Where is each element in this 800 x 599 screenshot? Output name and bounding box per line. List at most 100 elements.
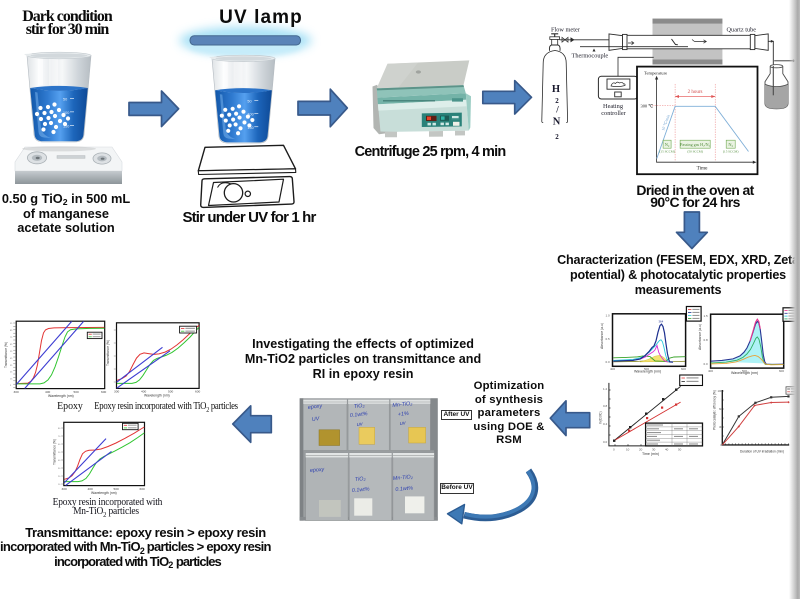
svg-text:Duration of UV irradiation (mi: Duration of UV irradiation (min) bbox=[740, 449, 784, 453]
svg-text:Time (min): Time (min) bbox=[642, 452, 659, 456]
svg-text:20: 20 bbox=[58, 476, 61, 478]
svg-text:55: 55 bbox=[10, 351, 13, 353]
svg-text:0.1wt%: 0.1wt% bbox=[352, 486, 370, 494]
svg-text:400: 400 bbox=[610, 367, 615, 371]
svg-text:0.0: 0.0 bbox=[704, 362, 709, 366]
svg-text:N₂: N₂ bbox=[728, 142, 733, 147]
svg-text:N: N bbox=[553, 117, 561, 128]
svg-text:Wavelength (nm): Wavelength (nm) bbox=[48, 394, 74, 398]
svg-text:uv: uv bbox=[400, 420, 407, 427]
svg-text:300: 300 bbox=[62, 487, 67, 491]
svg-text:H: H bbox=[552, 84, 560, 95]
svg-text:Transmittance (%): Transmittance (%) bbox=[106, 340, 110, 366]
svg-text:400: 400 bbox=[141, 389, 146, 393]
svg-text:80: 80 bbox=[58, 428, 61, 430]
svg-text:0.0: 0.0 bbox=[606, 360, 611, 364]
svg-text:Flow meter: Flow meter bbox=[551, 27, 581, 34]
svg-text:Wavelength (nm): Wavelength (nm) bbox=[144, 394, 170, 398]
svg-text:500: 500 bbox=[742, 369, 747, 373]
svg-text:45: 45 bbox=[10, 358, 13, 360]
svg-text:300: 300 bbox=[14, 390, 19, 394]
svg-text:0: 0 bbox=[720, 443, 722, 447]
svg-text:uv: uv bbox=[357, 421, 364, 428]
svg-text:0.5: 0.5 bbox=[606, 337, 611, 341]
svg-text:/: / bbox=[555, 105, 559, 115]
svg-text:Photocatalytic efficiency (%): Photocatalytic efficiency (%) bbox=[713, 390, 717, 430]
svg-text:600: 600 bbox=[195, 389, 200, 393]
svg-text:500: 500 bbox=[114, 487, 119, 491]
svg-text:N₂: N₂ bbox=[665, 142, 670, 147]
svg-text:1.2: 1.2 bbox=[603, 387, 608, 391]
svg-text:5: 5 bbox=[10, 385, 12, 387]
svg-text:1.0: 1.0 bbox=[606, 314, 611, 318]
svg-text:20: 20 bbox=[639, 448, 643, 452]
svg-text:Absorbance (a.u): Absorbance (a.u) bbox=[698, 324, 702, 350]
svg-text:25: 25 bbox=[10, 372, 13, 374]
svg-text:600: 600 bbox=[101, 390, 106, 394]
svg-text:Passing gas H₂/N₂: Passing gas H₂/N₂ bbox=[680, 142, 710, 147]
svg-text:0.0: 0.0 bbox=[603, 440, 608, 444]
svg-text:364: 364 bbox=[659, 320, 664, 324]
svg-text:Temperature: Temperature bbox=[644, 71, 667, 76]
svg-text:600: 600 bbox=[779, 369, 784, 373]
svg-text:(50 SCCM): (50 SCCM) bbox=[687, 150, 702, 154]
svg-text:65: 65 bbox=[10, 344, 13, 346]
svg-text:0.8: 0.8 bbox=[603, 404, 608, 408]
svg-text:500: 500 bbox=[74, 390, 79, 394]
svg-text:500: 500 bbox=[168, 389, 173, 393]
svg-text:epoxy: epoxy bbox=[310, 467, 325, 474]
svg-text:TiO₂: TiO₂ bbox=[355, 476, 367, 483]
svg-text:600: 600 bbox=[140, 487, 145, 491]
svg-text:400: 400 bbox=[45, 390, 50, 394]
svg-text:10: 10 bbox=[58, 484, 61, 486]
svg-text:10: 10 bbox=[626, 448, 630, 452]
svg-text:15: 15 bbox=[10, 378, 13, 380]
svg-text:100: 100 bbox=[718, 389, 723, 393]
svg-text:Absorbance (a.u): Absorbance (a.u) bbox=[600, 323, 604, 349]
svg-text:40: 40 bbox=[665, 448, 669, 452]
svg-text:95: 95 bbox=[10, 323, 13, 325]
svg-text:Wavelength (nm): Wavelength (nm) bbox=[91, 491, 117, 495]
svg-text:30: 30 bbox=[58, 468, 61, 470]
svg-text:2 hours: 2 hours bbox=[688, 90, 703, 95]
svg-text:2: 2 bbox=[555, 133, 559, 141]
svg-text:30: 30 bbox=[719, 425, 723, 429]
svg-text:300: 300 bbox=[114, 389, 119, 393]
svg-text:500: 500 bbox=[644, 367, 649, 371]
svg-text:Wavelength (nm): Wavelength (nm) bbox=[731, 371, 758, 375]
svg-text:50: 50 bbox=[58, 452, 61, 454]
svg-text:400: 400 bbox=[88, 487, 93, 491]
svg-text:Mn-TiO₂: Mn-TiO₂ bbox=[393, 474, 414, 482]
svg-text:Quartz tube: Quartz tube bbox=[727, 27, 757, 34]
svg-text:Wavelength (nm): Wavelength (nm) bbox=[634, 369, 661, 373]
svg-text:Transmittance (%): Transmittance (%) bbox=[4, 342, 8, 368]
svg-text:0.4: 0.4 bbox=[603, 422, 608, 426]
svg-text:0.1wt%: 0.1wt% bbox=[350, 411, 368, 419]
svg-text:Thermocouple: Thermocouple bbox=[572, 53, 609, 60]
svg-text:Transmittance (%): Transmittance (%) bbox=[53, 439, 57, 465]
svg-text:70: 70 bbox=[58, 436, 61, 438]
svg-text:1.5: 1.5 bbox=[704, 314, 709, 318]
svg-text:Mn-TiO₂: Mn-TiO₂ bbox=[392, 401, 413, 409]
svg-text:0: 0 bbox=[613, 448, 615, 452]
svg-text:Time: Time bbox=[697, 166, 708, 172]
svg-text:85: 85 bbox=[10, 330, 13, 332]
svg-text:2: 2 bbox=[555, 97, 559, 105]
svg-text:400: 400 bbox=[708, 369, 713, 373]
svg-text:epoxy: epoxy bbox=[308, 403, 323, 411]
svg-text:(15 SCCM): (15 SCCM) bbox=[723, 150, 738, 154]
svg-text:50: 50 bbox=[678, 448, 682, 452]
svg-text:40: 40 bbox=[58, 460, 61, 462]
svg-text:UV: UV bbox=[312, 416, 322, 423]
svg-text:75: 75 bbox=[10, 337, 13, 339]
svg-text:(15 SCCM): (15 SCCM) bbox=[659, 150, 674, 154]
svg-text:300 ℃: 300 ℃ bbox=[641, 104, 654, 109]
svg-text:600: 600 bbox=[681, 367, 686, 371]
svg-text:35: 35 bbox=[10, 365, 13, 367]
svg-text:30: 30 bbox=[652, 448, 656, 452]
svg-text:ln(C0/C): ln(C0/C) bbox=[599, 411, 603, 424]
svg-text:Heating: Heating bbox=[603, 103, 624, 110]
svg-text:60: 60 bbox=[58, 444, 61, 446]
svg-text:controller: controller bbox=[601, 110, 626, 117]
svg-text:+1%: +1% bbox=[398, 411, 410, 418]
